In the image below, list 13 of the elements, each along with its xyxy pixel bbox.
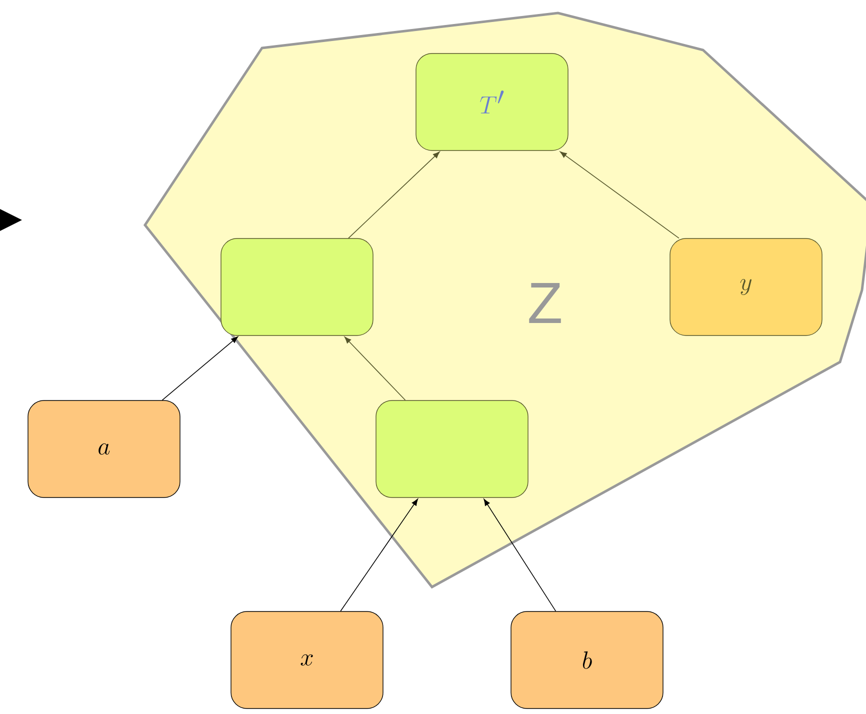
arrow [340, 498, 418, 612]
arrow [484, 498, 556, 612]
rounded-box: $b$ [510, 611, 664, 709]
arrow [344, 336, 406, 401]
rounded-box: $x$ [230, 611, 384, 709]
arrow [348, 152, 440, 239]
rounded-box: $y$ [670, 238, 822, 336]
empty-box [220, 238, 374, 336]
arrow [560, 151, 680, 239]
arrow [162, 336, 238, 401]
rounded-box: $a$ [28, 400, 180, 498]
empty-box [376, 400, 528, 498]
rounded-box: $T'$ [416, 53, 568, 151]
